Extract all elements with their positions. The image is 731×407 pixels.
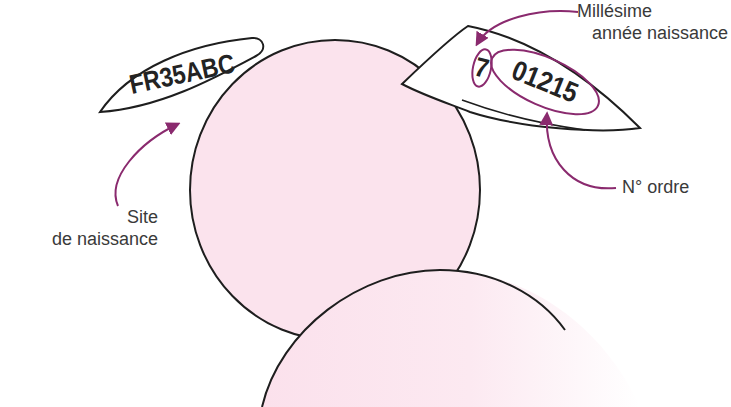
node-outline <box>482 36 607 127</box>
pig-snout <box>262 270 640 407</box>
serial-number: 01215 <box>486 54 604 110</box>
tag-text: FR35ABC <box>95 34 265 126</box>
year-label: Millésime année naissance <box>577 0 730 44</box>
leader-line <box>116 124 178 206</box>
pig-snout-outline <box>262 270 565 407</box>
tag-text: 01215 <box>486 54 604 110</box>
tag-text-line: 01215 <box>507 54 583 109</box>
leader-line <box>547 114 616 188</box>
leader-line <box>477 11 578 44</box>
tag-text-line: 7 <box>472 51 493 84</box>
site-label: Site de naissance <box>46 206 158 250</box>
order-label: N° ordre <box>622 176 722 198</box>
ear-tag: FR35ABC <box>95 34 265 126</box>
node-outline <box>100 38 263 112</box>
tag-text-line: FR35ABC <box>126 48 237 101</box>
